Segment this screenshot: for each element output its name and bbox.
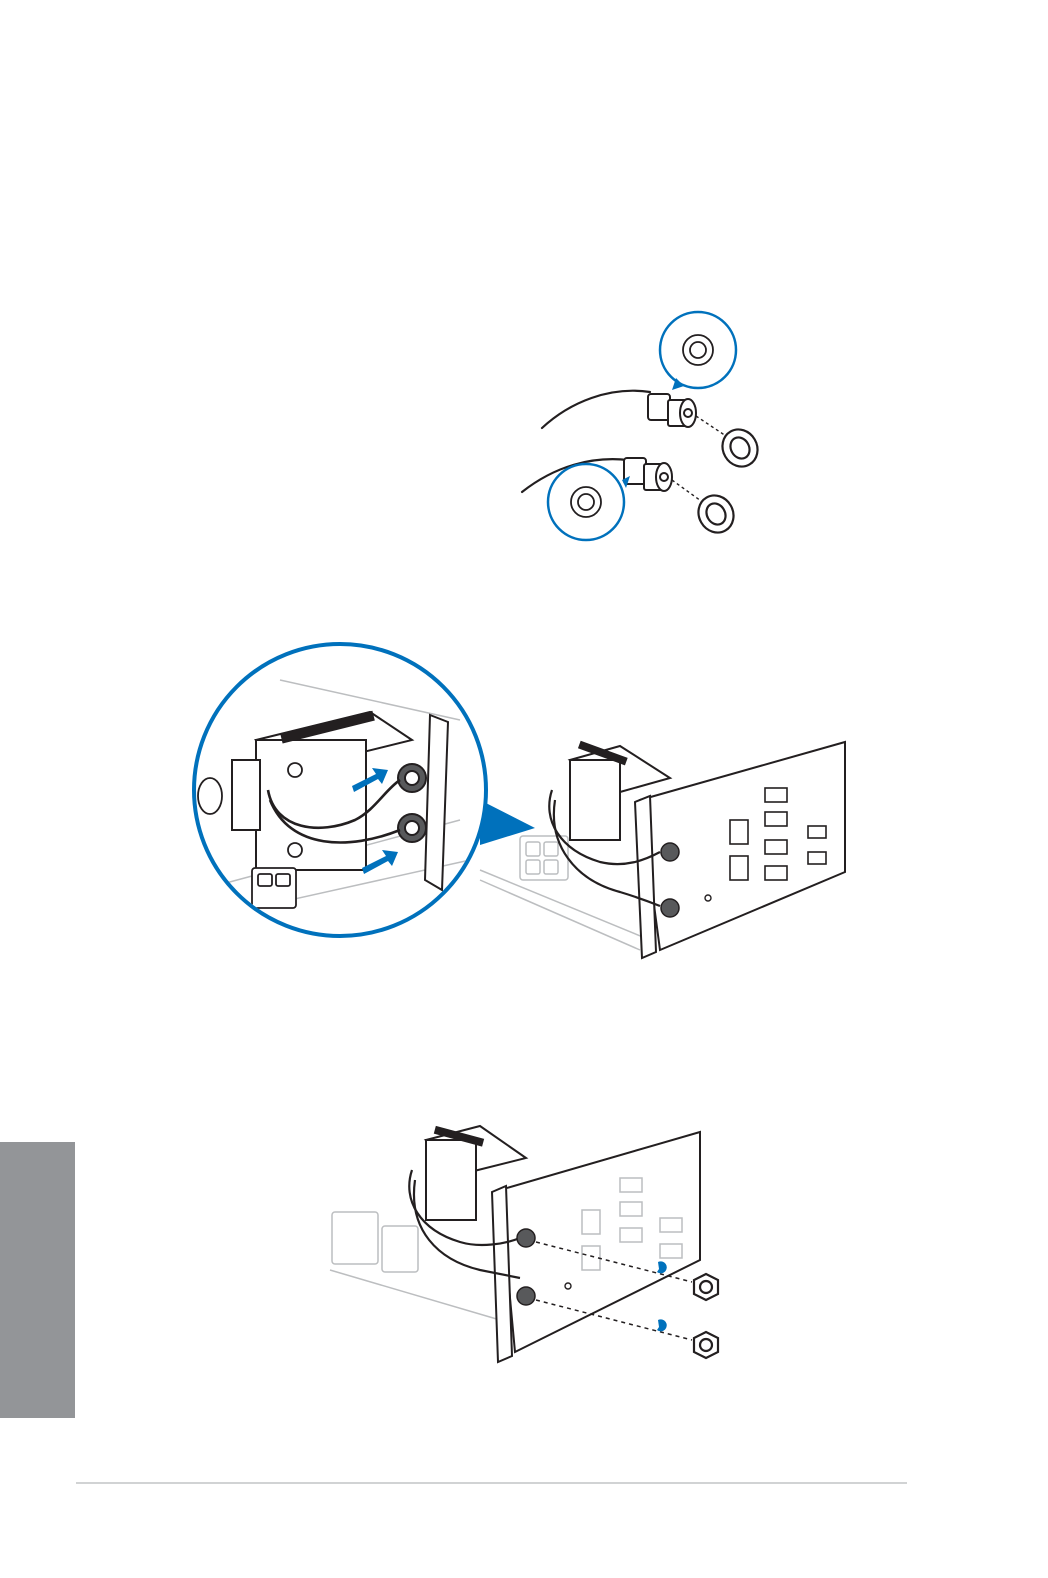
chapter-side-tab: [0, 1142, 75, 1418]
antenna-connector-lockwasher-icon: [500, 310, 790, 550]
antenna-nut-fasten-icon: [320, 1120, 740, 1370]
wifi-module-io-shield-icon: [180, 640, 870, 970]
footer-rule: [76, 1482, 907, 1484]
